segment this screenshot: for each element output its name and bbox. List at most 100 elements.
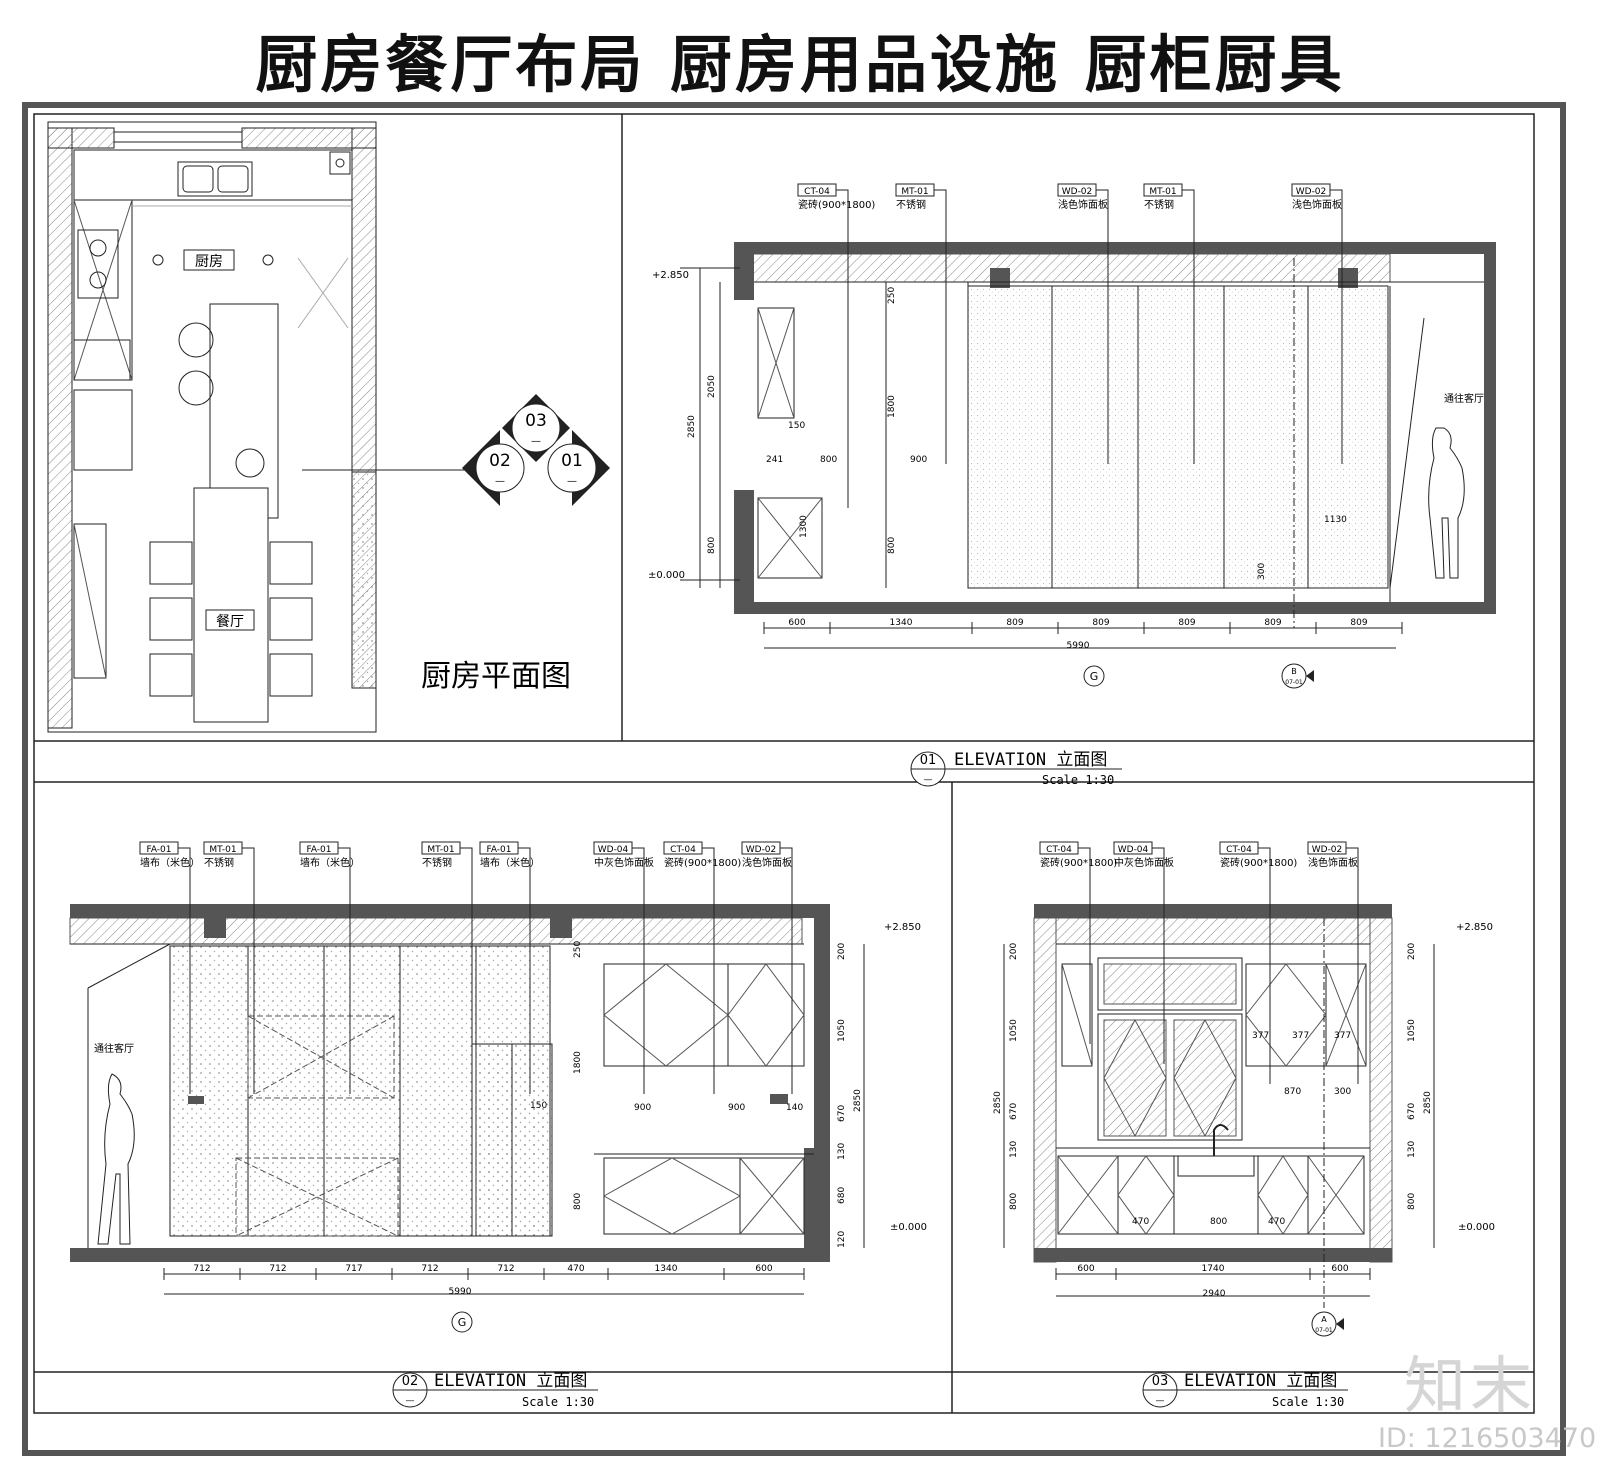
index-sub: — bbox=[567, 476, 577, 487]
material-tag-note: 不锈钢 bbox=[204, 856, 234, 869]
elev03-small-dim: 870 bbox=[1284, 1087, 1301, 1097]
elev01-scale: Scale 1:30 bbox=[1042, 773, 1114, 787]
index-03: 03 bbox=[525, 411, 547, 431]
dimension-label: 1340 bbox=[655, 1264, 678, 1274]
material-tag-code: MT-01 bbox=[427, 845, 454, 855]
material-tag-note: 瓷砖(900*1800) bbox=[798, 198, 875, 211]
elev01-vdim-inner: 1800 bbox=[887, 395, 897, 418]
elev02-vdim-right: 670 bbox=[837, 1105, 847, 1122]
material-tag-leader bbox=[836, 189, 849, 508]
dimension-label: 600 bbox=[788, 618, 805, 628]
dimension-label: 809 bbox=[1006, 618, 1023, 628]
elev02-to-living: 通往客厅 bbox=[94, 1042, 134, 1055]
material-tag-leader bbox=[1346, 847, 1359, 1084]
material-tag-note: 墙布（米色） bbox=[300, 856, 360, 869]
material-tag-leader bbox=[1258, 847, 1271, 1084]
elev01-level-floor: ±0.000 bbox=[648, 570, 685, 581]
dimension-label: 712 bbox=[193, 1264, 210, 1274]
elev03-small-dim: 377 bbox=[1292, 1031, 1309, 1041]
elev01-small-dim: 300 bbox=[1257, 563, 1267, 580]
material-tag-code: MT-01 bbox=[901, 187, 928, 197]
elevation-02-material-tags: FA-01墙布（米色）MT-01不锈钢FA-01墙布（米色）MT-01不锈钢FA… bbox=[139, 841, 793, 1094]
plan-title: 厨房平面图 bbox=[421, 659, 571, 694]
elev03-title: ELEVATION 立面图 bbox=[1184, 1371, 1337, 1391]
dimension-label: 1340 bbox=[890, 618, 913, 628]
material-tag-code: CT-04 bbox=[1046, 845, 1072, 855]
material-tag-code: FA-01 bbox=[306, 845, 331, 855]
dimension-label: 809 bbox=[1264, 618, 1281, 628]
image-id: ID: 1216503470 bbox=[1378, 1423, 1597, 1454]
dimension-label: 809 bbox=[1350, 618, 1367, 628]
elev02-small-dim: 900 bbox=[728, 1103, 745, 1113]
elev03-scale: Scale 1:30 bbox=[1272, 1395, 1344, 1409]
brand-logo: 知末 bbox=[1404, 1349, 1537, 1422]
dimension-label: 600 bbox=[755, 1264, 772, 1274]
elevation-02-title-block: 02 — ELEVATION 立面图 Scale 1:30 bbox=[392, 1371, 598, 1409]
elev02-vdim: 1800 bbox=[573, 1051, 583, 1074]
elev02-small-dim: 150 bbox=[530, 1101, 547, 1111]
elev01-level-top: +2.850 bbox=[652, 270, 689, 281]
elevation-03-title-block: 03 — ELEVATION 立面图 Scale 1:30 bbox=[1142, 1371, 1348, 1409]
elevation-03-drawing: +2.850 ±0.000 200 1050 670 130 800 2850 … bbox=[993, 904, 1495, 1337]
material-tag-note: 浅色饰面板 bbox=[1308, 856, 1358, 869]
elev03-vdim-total: 2850 bbox=[993, 1091, 1003, 1114]
drawing-sheet: 厨房 餐厅 厨房平面图 03 02 01 — — — bbox=[22, 102, 1566, 1456]
elev03-vdim-left: 670 bbox=[1009, 1103, 1019, 1120]
kitchen-plan: 厨房 餐厅 厨房平面图 bbox=[47, 121, 571, 733]
material-tag-code: WD-02 bbox=[1296, 187, 1327, 197]
elev02-grid: G bbox=[458, 1316, 467, 1329]
elev03-vdim-total-right: 2850 bbox=[1423, 1091, 1433, 1114]
elev02-number: 02 bbox=[402, 1374, 419, 1389]
index-sub: — bbox=[495, 476, 505, 487]
elevation-01-material-tags: CT-04瓷砖(900*1800)MT-01不锈钢WD-02浅色饰面板MT-01… bbox=[797, 183, 1343, 508]
elev02-total: 5990 bbox=[449, 1287, 472, 1297]
elev01-small-dim: 241 bbox=[766, 455, 783, 465]
material-tag-leader bbox=[1152, 847, 1165, 1064]
dimension-label: 470 bbox=[567, 1264, 584, 1274]
elev01-small-dim: 1300 bbox=[799, 515, 809, 538]
dimension-label: 717 bbox=[345, 1264, 362, 1274]
elev01-vdim-inner: 800 bbox=[887, 537, 897, 554]
index-sub: — bbox=[531, 436, 541, 447]
elevation-01-drawing: G B 07-01 通往客厅 +2.850 ±0.000 2850 2050 8… bbox=[648, 242, 1496, 689]
elev03-vdim-right: 800 bbox=[1407, 1193, 1417, 1210]
elev03-total: 2940 bbox=[1203, 1289, 1226, 1299]
material-tag-code: FA-01 bbox=[146, 845, 171, 855]
elev01-number: 01 bbox=[920, 753, 937, 768]
elev02-vdim-total: 2850 bbox=[853, 1089, 863, 1112]
material-tag-code: WD-04 bbox=[1118, 845, 1149, 855]
material-tag-note: 中灰色饰面板 bbox=[1114, 856, 1174, 869]
elev03-vdim-right: 1050 bbox=[1407, 1019, 1417, 1042]
elev02-vdim: 250 bbox=[573, 941, 583, 958]
elev01-small-dim: 150 bbox=[788, 421, 805, 431]
dining-label: 餐厅 bbox=[216, 614, 244, 630]
elev02-level-top: +2.850 bbox=[884, 922, 921, 933]
index-01: 01 bbox=[561, 451, 583, 471]
material-tag-note: 瓷砖(900*1800) bbox=[664, 856, 741, 869]
material-tag-leader bbox=[518, 847, 531, 1094]
material-tag-code: CT-04 bbox=[1226, 845, 1252, 855]
material-tag-leader bbox=[780, 847, 793, 1094]
material-tag-note: 浅色饰面板 bbox=[1058, 198, 1108, 211]
elev01-title: ELEVATION 立面图 bbox=[954, 750, 1107, 770]
elev01-vdim-inner: 250 bbox=[887, 287, 897, 304]
elev03-small-dim: 377 bbox=[1334, 1031, 1351, 1041]
material-tag-note: 瓷砖(900*1800) bbox=[1040, 856, 1117, 869]
material-tag-leader bbox=[702, 847, 715, 1094]
elev01-small-dim: 1130 bbox=[1324, 515, 1347, 525]
elev02-small-dim: 140 bbox=[786, 1103, 803, 1113]
material-tag-code: WD-04 bbox=[598, 845, 629, 855]
elev01-small-dim: 900 bbox=[910, 455, 927, 465]
material-tag-leader bbox=[1078, 847, 1091, 1044]
elev01-total: 5990 bbox=[1067, 641, 1090, 651]
dimension-label: 1740 bbox=[1202, 1264, 1225, 1274]
material-tag-leader bbox=[1330, 189, 1343, 464]
material-tag-note: 中灰色饰面板 bbox=[594, 856, 654, 869]
material-tag-leader bbox=[632, 847, 645, 1094]
dimension-label: 712 bbox=[497, 1264, 514, 1274]
elev03-sub: — bbox=[1156, 1396, 1165, 1406]
elev01-sub: — bbox=[924, 775, 933, 785]
elevation-01-title-block: 01 — ELEVATION 立面图 Scale 1:30 bbox=[910, 750, 1122, 787]
material-tag-note: 浅色饰面板 bbox=[1292, 198, 1342, 211]
elev01-small-dim: 800 bbox=[820, 455, 837, 465]
